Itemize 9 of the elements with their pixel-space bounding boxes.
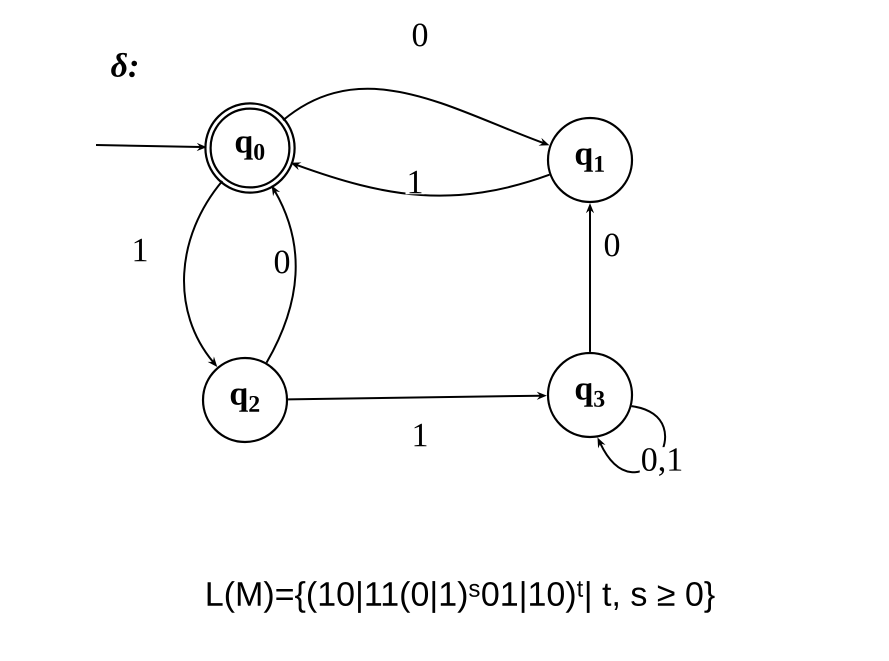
edge-label: 1 (410, 422, 430, 448)
edge-label: 1 (406, 170, 424, 194)
edge-label: 0 (272, 250, 292, 274)
edge-label: 1 (130, 238, 150, 262)
edge-label: 0,1 (640, 447, 684, 477)
edge-label: 0 (410, 22, 430, 48)
language-formula: L(M)={(10|11(0|1)$^{s}$01|10)$^{t}$| t, s ≥ 0} (208, 581, 715, 613)
delta-label: δ: (111, 52, 138, 78)
edge-label: 0 (602, 232, 622, 258)
